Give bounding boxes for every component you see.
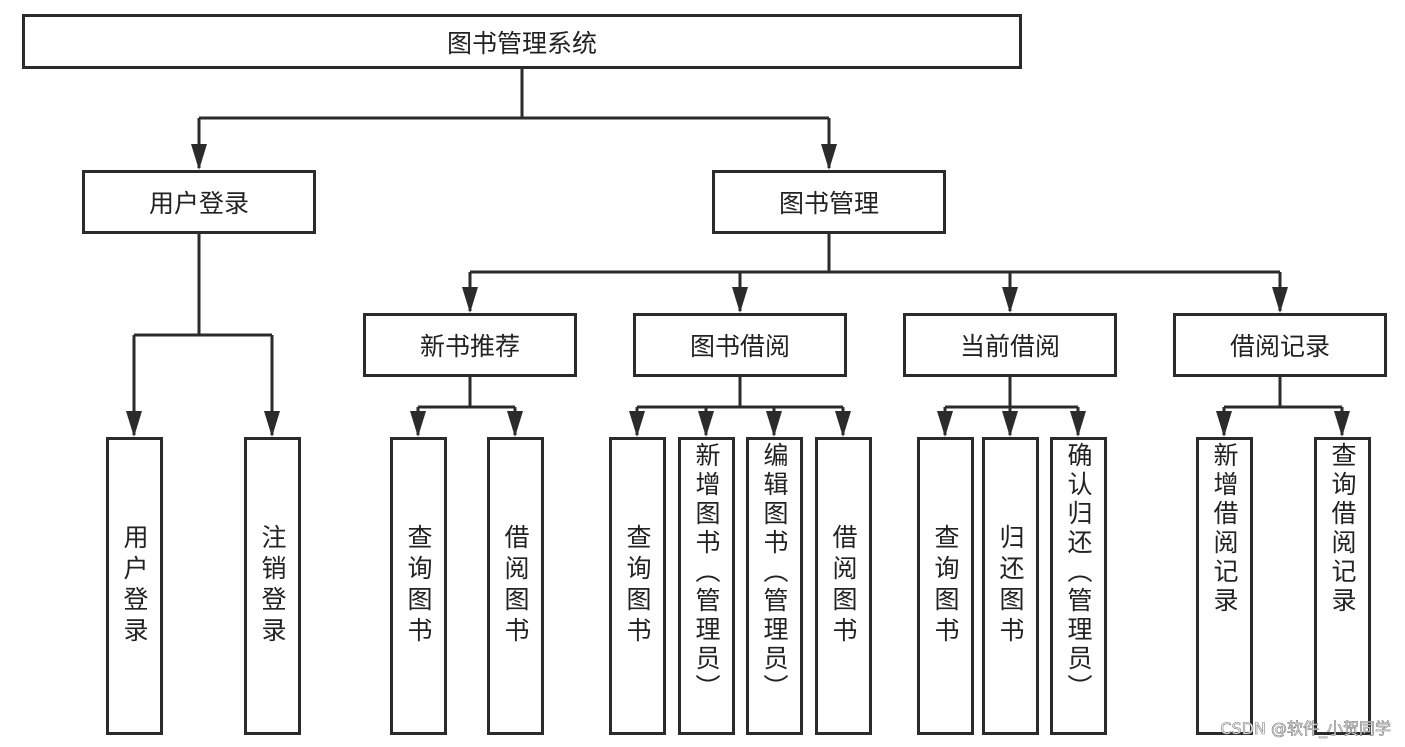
node-label: 查询图书 [623, 524, 652, 648]
node-label: 编辑图书（管理员） [760, 442, 789, 703]
function-node: 归还图书 [982, 437, 1039, 735]
watermark: CSDN @软件_小贺同学 [1220, 719, 1391, 739]
node-label: 确认归还（管理员） [1064, 442, 1093, 703]
function-node: 注销登录 [244, 437, 301, 735]
arrow-head-icon [1334, 411, 1350, 437]
arrow-head-icon [698, 411, 714, 437]
arrow-head-icon [1002, 287, 1018, 313]
arrow-head-icon [937, 411, 953, 437]
node-label: 图书管理系统 [446, 28, 597, 58]
function-node: 新增图书（管理员） [678, 437, 735, 735]
node-label: 借阅图书 [501, 524, 530, 648]
arrow-head-icon [732, 287, 748, 313]
arrow-head-icon [462, 287, 478, 313]
arrow-head-icon [1002, 411, 1018, 437]
node-label: 新增图书（管理员） [692, 442, 721, 703]
submodule-node: 当前借阅 [903, 313, 1117, 377]
node-label: 注销登录 [258, 524, 287, 648]
arrow-head-icon [629, 411, 645, 437]
submodule-node: 新书推荐 [363, 313, 577, 377]
function-node: 借阅图书 [487, 437, 544, 735]
node-label: 查询图书 [404, 524, 433, 648]
arrow-head-icon [766, 411, 782, 437]
arrow-head-icon [1216, 411, 1232, 437]
function-node: 确认归还（管理员） [1050, 437, 1107, 735]
arrow-head-icon [1272, 287, 1288, 313]
arrow-head-icon [835, 411, 851, 437]
arrow-head-icon [191, 144, 207, 170]
function-node: 查询图书 [609, 437, 666, 735]
node-label: 新增借阅记录 [1210, 442, 1239, 616]
arrow-head-icon [264, 411, 280, 437]
function-node: 查询借阅记录 [1314, 437, 1371, 735]
function-node: 新增借阅记录 [1196, 437, 1253, 735]
node-label: 查询借阅记录 [1328, 442, 1357, 616]
arrow-head-icon [126, 411, 142, 437]
root-node: 图书管理系统 [22, 14, 1022, 69]
node-label: 借阅图书 [829, 524, 858, 648]
node-label: 用户登录 [120, 524, 149, 648]
node-label: 新书推荐 [419, 332, 520, 361]
function-node: 查询图书 [390, 437, 447, 735]
module-node: 图书管理 [712, 170, 946, 234]
node-label: 用户登录 [148, 189, 249, 218]
node-label: 借阅记录 [1229, 332, 1330, 361]
node-label: 当前借阅 [959, 332, 1060, 361]
arrow-head-icon [821, 144, 837, 170]
function-node: 借阅图书 [815, 437, 872, 735]
arrow-head-icon [507, 411, 523, 437]
node-label: 图书借阅 [689, 332, 790, 361]
arrow-head-icon [1070, 411, 1086, 437]
node-label: 图书管理 [778, 189, 879, 218]
arrow-head-icon [410, 411, 426, 437]
submodule-node: 图书借阅 [633, 313, 847, 377]
node-label: 归还图书 [996, 524, 1025, 648]
function-node: 查询图书 [917, 437, 974, 735]
node-label: 查询图书 [931, 524, 960, 648]
submodule-node: 借阅记录 [1173, 313, 1387, 377]
function-node: 用户登录 [106, 437, 163, 735]
function-node: 编辑图书（管理员） [746, 437, 803, 735]
module-node: 用户登录 [82, 170, 316, 234]
